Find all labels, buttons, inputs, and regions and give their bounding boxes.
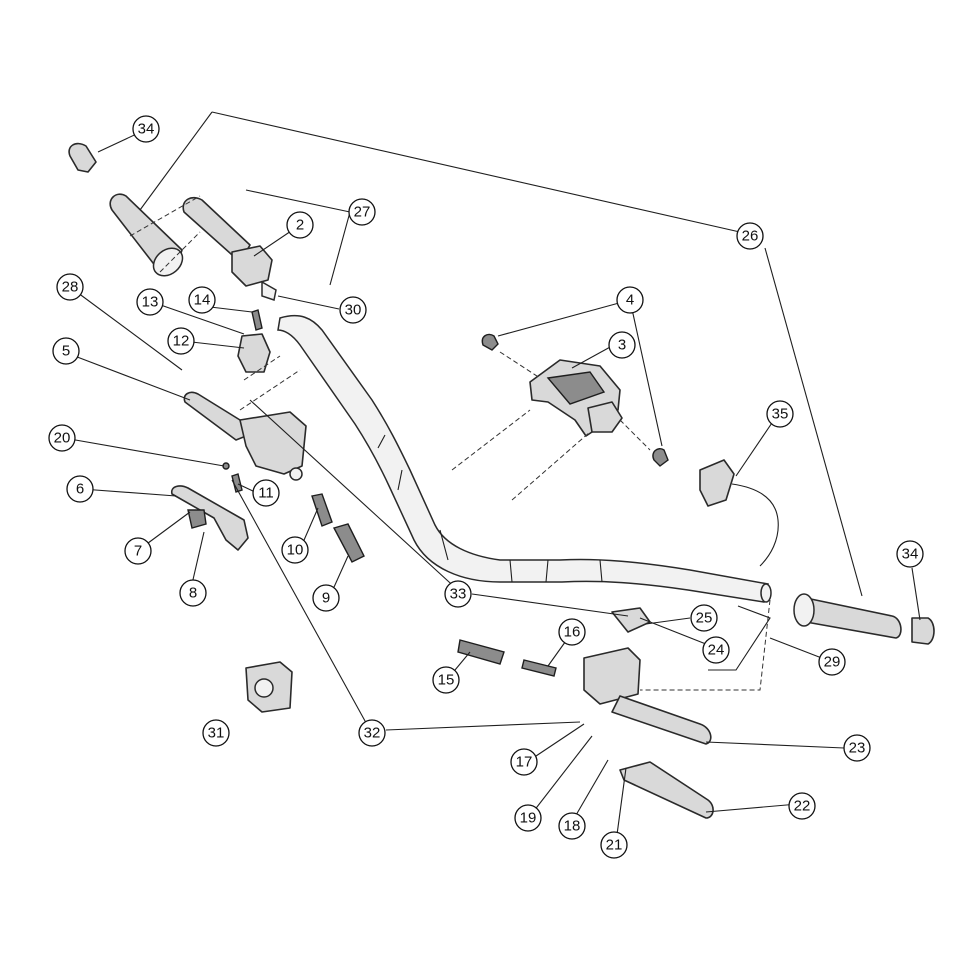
callout-7: 7 (124, 537, 152, 565)
callout-label: 5 (62, 343, 70, 360)
callout-26: 26 (736, 222, 764, 250)
callout-label: 27 (354, 204, 371, 221)
callout-label: 17 (516, 754, 533, 771)
cable-tie-lower (652, 448, 669, 467)
callout-label: 16 (564, 624, 581, 641)
callout-33: 33 (444, 580, 472, 608)
callout-35: 35 (766, 400, 794, 428)
callout-34-left: 34 (132, 115, 160, 143)
callout-label: 18 (564, 818, 581, 835)
assembly-line-right (640, 599, 771, 691)
callout-15: 15 (432, 666, 460, 694)
switch-housing (245, 661, 293, 713)
callout-19: 19 (514, 804, 542, 832)
callout-label: 21 (606, 837, 623, 854)
callout-30: 30 (339, 296, 367, 324)
callout-label: 34 (138, 121, 155, 138)
callout-18: 18 (558, 812, 586, 840)
callout-label: 32 (364, 725, 381, 742)
callout-32: 32 (358, 719, 386, 747)
callout-label: 19 (520, 810, 537, 827)
callout-label: 6 (76, 481, 84, 498)
callout-label: 10 (287, 542, 304, 559)
callout-13: 13 (136, 288, 164, 316)
callout-3: 3 (608, 331, 636, 359)
callout-11: 11 (252, 479, 280, 507)
callout-24: 24 (702, 636, 730, 664)
callout-label: 33 (450, 586, 467, 603)
callout-label: 4 (626, 292, 634, 309)
callout-34-right: 34 (896, 540, 924, 568)
bar-clamp (529, 359, 623, 437)
callout-label: 23 (849, 740, 866, 757)
callout-29: 29 (818, 648, 846, 676)
callout-label: 35 (772, 406, 789, 423)
left-master-cylinder (183, 333, 307, 481)
callout-22: 22 (788, 792, 816, 820)
leader-lines (63, 111, 921, 843)
callout-12: 12 (167, 327, 195, 355)
callout-label: 25 (696, 610, 713, 627)
callout-label: 14 (194, 292, 211, 309)
callout-label: 8 (189, 585, 197, 602)
callout-label: 2 (296, 217, 304, 234)
spring-16 (521, 659, 557, 677)
callout-8: 8 (179, 579, 207, 607)
callout-20: 20 (48, 424, 76, 452)
right-lever (619, 761, 714, 819)
callout-25: 25 (690, 604, 718, 632)
handlebar (277, 314, 772, 603)
cable-tie-upper (481, 333, 499, 351)
callout-label: 9 (322, 590, 330, 607)
assembly-line-left (129, 195, 301, 411)
assembly-line-clamp (451, 351, 651, 501)
callout-27: 27 (348, 198, 376, 226)
kill-switch (699, 459, 779, 567)
callout-5: 5 (52, 337, 80, 365)
left-bar-end (68, 142, 97, 173)
callout-label: 11 (258, 485, 274, 502)
callout-label: 20 (54, 430, 71, 447)
throttle-assembly (182, 196, 277, 301)
callout-10: 10 (281, 536, 309, 564)
callout-label: 22 (794, 798, 811, 815)
callout-21: 21 (600, 831, 628, 859)
spring-10 (311, 493, 333, 527)
callout-label: 31 (208, 725, 225, 742)
left-grip (109, 193, 184, 277)
callout-label: 12 (173, 333, 190, 350)
pin-9 (332, 523, 365, 563)
right-bar-end (911, 617, 935, 645)
callout-label: 30 (345, 302, 362, 319)
callout-9: 9 (312, 584, 340, 612)
callout-label: 15 (438, 672, 455, 689)
callout-2: 2 (286, 211, 314, 239)
callout-label: 13 (142, 294, 159, 311)
callout-label: 28 (62, 279, 79, 296)
left-lever (170, 485, 249, 551)
adjuster-14 (251, 309, 263, 331)
callout-label: 34 (902, 546, 919, 563)
callout-28: 28 (56, 273, 84, 301)
callout-label: 3 (618, 337, 626, 354)
callout-14: 14 (188, 286, 216, 314)
callout-16: 16 (558, 618, 586, 646)
callout-label: 7 (134, 543, 142, 560)
callout-label: 29 (824, 654, 841, 671)
pin-15 (457, 639, 505, 665)
callout-23: 23 (843, 734, 871, 762)
callout-label: 26 (742, 228, 759, 245)
callout-label: 24 (708, 642, 725, 659)
callout-17: 17 (510, 748, 538, 776)
right-master-cylinder (583, 607, 712, 745)
right-grip (793, 593, 902, 639)
bolt-11 (231, 473, 243, 493)
callout-4: 4 (616, 286, 644, 314)
callout-6: 6 (66, 475, 94, 503)
callout-31: 31 (202, 719, 230, 747)
